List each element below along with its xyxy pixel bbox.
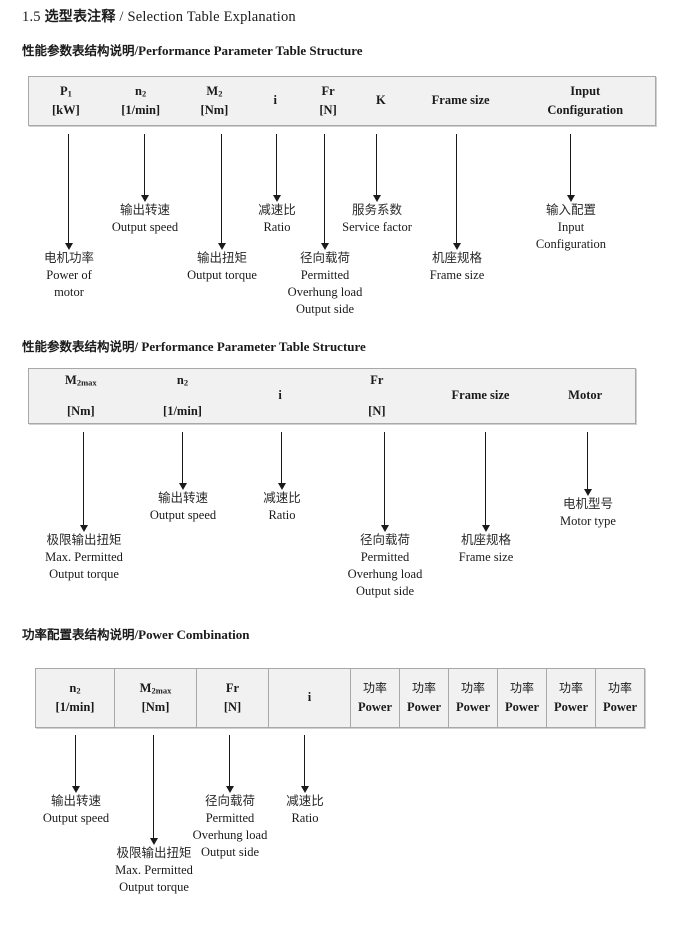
- arrow-to-ratio-2: [277, 432, 286, 490]
- section-3-heading-cn: 功率配置表结构说明: [22, 627, 135, 642]
- arrow-to-max-permitted-output-torque-3: [149, 735, 158, 845]
- table3-col-i: i: [268, 669, 350, 727]
- callout-input-configuration: 输入配置 Input Configuration: [535, 202, 607, 251]
- table1-col-k: K: [376, 93, 386, 108]
- arrow-to-ratio: [272, 134, 281, 202]
- section-1-heading-en: Performance Parameter Table Structure: [138, 43, 363, 58]
- table2-col-motor: Motor: [568, 388, 603, 403]
- arrow-to-output-speed-3: [71, 735, 80, 793]
- table3-col-power-5: 功率 Power: [546, 669, 595, 727]
- title-english: Selection Table Explanation: [127, 9, 296, 25]
- arrow-to-output-speed-2: [178, 432, 187, 490]
- table2-col-fr: Fr [N]: [368, 373, 386, 418]
- table2-col-frame-size: Frame size: [451, 388, 510, 403]
- callout-output-speed: 输出转速 Output speed: [111, 202, 179, 234]
- callout-permitted-overhung-load-2: 径向载荷 Permitted Overhung load Output side: [347, 532, 423, 598]
- table3-col-n2: n2 [1/min]: [55, 680, 95, 714]
- table3-col-power-3: 功率 Power: [448, 669, 497, 727]
- arrow-to-power-of-motor: [64, 134, 73, 250]
- section-2-heading-sep: /: [134, 339, 139, 354]
- callout-permitted-overhung-load: 径向载荷 Permitted Overhung load Output side: [287, 250, 363, 316]
- table2-col-i: i: [278, 388, 282, 403]
- section-1-heading: 性能参数表结构说明/Performance Parameter Table St…: [22, 40, 363, 59]
- table1-col-p1: P1 [kW]: [51, 83, 80, 117]
- table2-col-n2: n2 [1/min]: [163, 373, 202, 418]
- table1-col-m2: M2 [Nm]: [200, 83, 229, 117]
- arrow-to-max-permitted-output-torque: [79, 432, 88, 532]
- section-3-heading-en: Power Combination: [138, 627, 250, 642]
- page-title: 1.5 选型表注释 / Selection Table Explanation: [22, 6, 296, 26]
- callout-output-speed-3: 输出转速 Output speed: [42, 793, 110, 825]
- performance-parameter-table-1: P1 [kW] n2 [1/min] M2 [Nm] i Fr [N] K Fr…: [28, 76, 656, 126]
- section-3-heading-sep: /: [134, 627, 139, 642]
- title-chinese: 选型表注释: [44, 9, 116, 25]
- power-combination-table: n2 [1/min] M2max [Nm] Fr [N] i 功率 Power …: [35, 668, 645, 728]
- arrow-to-service-factor: [372, 134, 381, 202]
- callout-service-factor: 服务系数 Service factor: [342, 202, 412, 234]
- title-separator: /: [119, 9, 124, 25]
- table3-col-m2max: M2max [Nm]: [114, 669, 196, 727]
- section-2-heading-en: Performance Parameter Table Structure: [141, 339, 366, 354]
- callout-max-permitted-output-torque-3: 极限输出扭矩 Max. Permitted Output torque: [115, 845, 193, 894]
- arrow-to-permitted-overhung-load: [320, 134, 329, 250]
- section-3-heading: 功率配置表结构说明/Power Combination: [22, 624, 250, 643]
- arrow-to-output-speed: [140, 134, 149, 202]
- table3-col-power-6: 功率 Power: [595, 669, 644, 727]
- callout-max-permitted-output-torque: 极限输出扭矩 Max. Permitted Output torque: [45, 532, 123, 581]
- performance-parameter-table-2: M2max [Nm] n2 [1/min] i Fr [N] Frame siz…: [28, 368, 636, 424]
- section-1-heading-cn: 性能参数表结构说明: [22, 43, 135, 58]
- table1-col-frame-size: Frame size: [431, 93, 490, 108]
- table3-col-power-1: 功率 Power: [350, 669, 399, 727]
- section-2-heading-cn: 性能参数表结构说明: [22, 339, 135, 354]
- callout-power-of-motor: 电机功率 Power of motor: [43, 250, 95, 299]
- arrow-to-output-torque: [217, 134, 226, 250]
- table1-col-input-configuration: Input Configuration: [547, 83, 624, 117]
- title-number: 1.5: [22, 9, 41, 25]
- callout-motor-type: 电机型号 Motor type: [560, 496, 616, 528]
- arrow-to-permitted-overhung-load-2: [380, 432, 389, 532]
- callout-frame-size: 机座规格 Frame size: [429, 250, 485, 282]
- arrow-to-input-configuration: [566, 134, 575, 202]
- section-2-heading: 性能参数表结构说明/ Performance Parameter Table S…: [22, 336, 366, 355]
- table2-col-m2max: M2max [Nm]: [65, 373, 97, 418]
- arrow-to-frame-size-2: [481, 432, 490, 532]
- callout-ratio-3: 减速比 Ratio: [286, 793, 324, 825]
- section-1-heading-sep: /: [134, 43, 139, 58]
- callout-ratio-2: 减速比 Ratio: [263, 490, 301, 522]
- callout-output-speed-2: 输出转速 Output speed: [149, 490, 217, 522]
- table3-col-power-2: 功率 Power: [399, 669, 448, 727]
- table1-col-i: i: [273, 93, 277, 108]
- table1-col-fr: Fr [N]: [319, 83, 337, 117]
- callout-output-torque: 输出扭矩 Output torque: [187, 250, 257, 282]
- arrow-to-ratio-3: [300, 735, 309, 793]
- callout-frame-size-2: 机座规格 Frame size: [458, 532, 514, 564]
- table1-col-n2: n2 [1/min]: [121, 83, 161, 117]
- callout-permitted-overhung-load-3: 径向载荷 Permitted Overhung load Output side: [192, 793, 268, 859]
- arrow-to-frame-size: [452, 134, 461, 250]
- callout-ratio: 减速比 Ratio: [258, 202, 296, 234]
- table3-col-fr: Fr [N]: [196, 669, 268, 727]
- arrow-to-permitted-overhung-load-3: [225, 735, 234, 793]
- arrow-to-motor-type: [583, 432, 592, 496]
- table3-col-power-4: 功率 Power: [497, 669, 546, 727]
